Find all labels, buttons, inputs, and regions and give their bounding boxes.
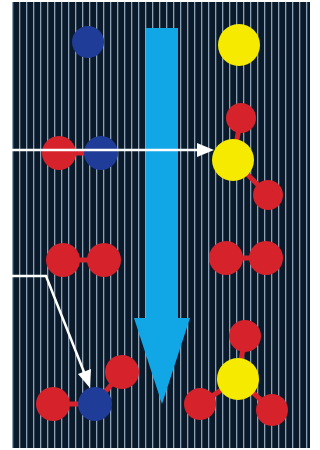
atom-blue — [72, 26, 104, 58]
atom-red — [42, 136, 76, 170]
atom-red — [184, 388, 216, 420]
atom-blue — [78, 387, 112, 421]
atom-red — [87, 243, 121, 277]
atom-yellow — [218, 24, 260, 66]
atom-red — [253, 180, 283, 210]
atom-blue — [84, 136, 118, 170]
atom-yellow — [217, 358, 259, 400]
atom-red — [36, 387, 70, 421]
atom-red — [105, 355, 139, 389]
atom-red — [46, 243, 80, 277]
atom-red — [229, 320, 261, 352]
atom-red — [209, 241, 243, 275]
atom-red — [249, 241, 283, 275]
atom-red — [226, 103, 256, 133]
atom-red — [256, 394, 288, 426]
molecule-top-left — [72, 26, 104, 58]
molecule-top-right — [218, 24, 260, 66]
atom-yellow — [212, 139, 254, 181]
